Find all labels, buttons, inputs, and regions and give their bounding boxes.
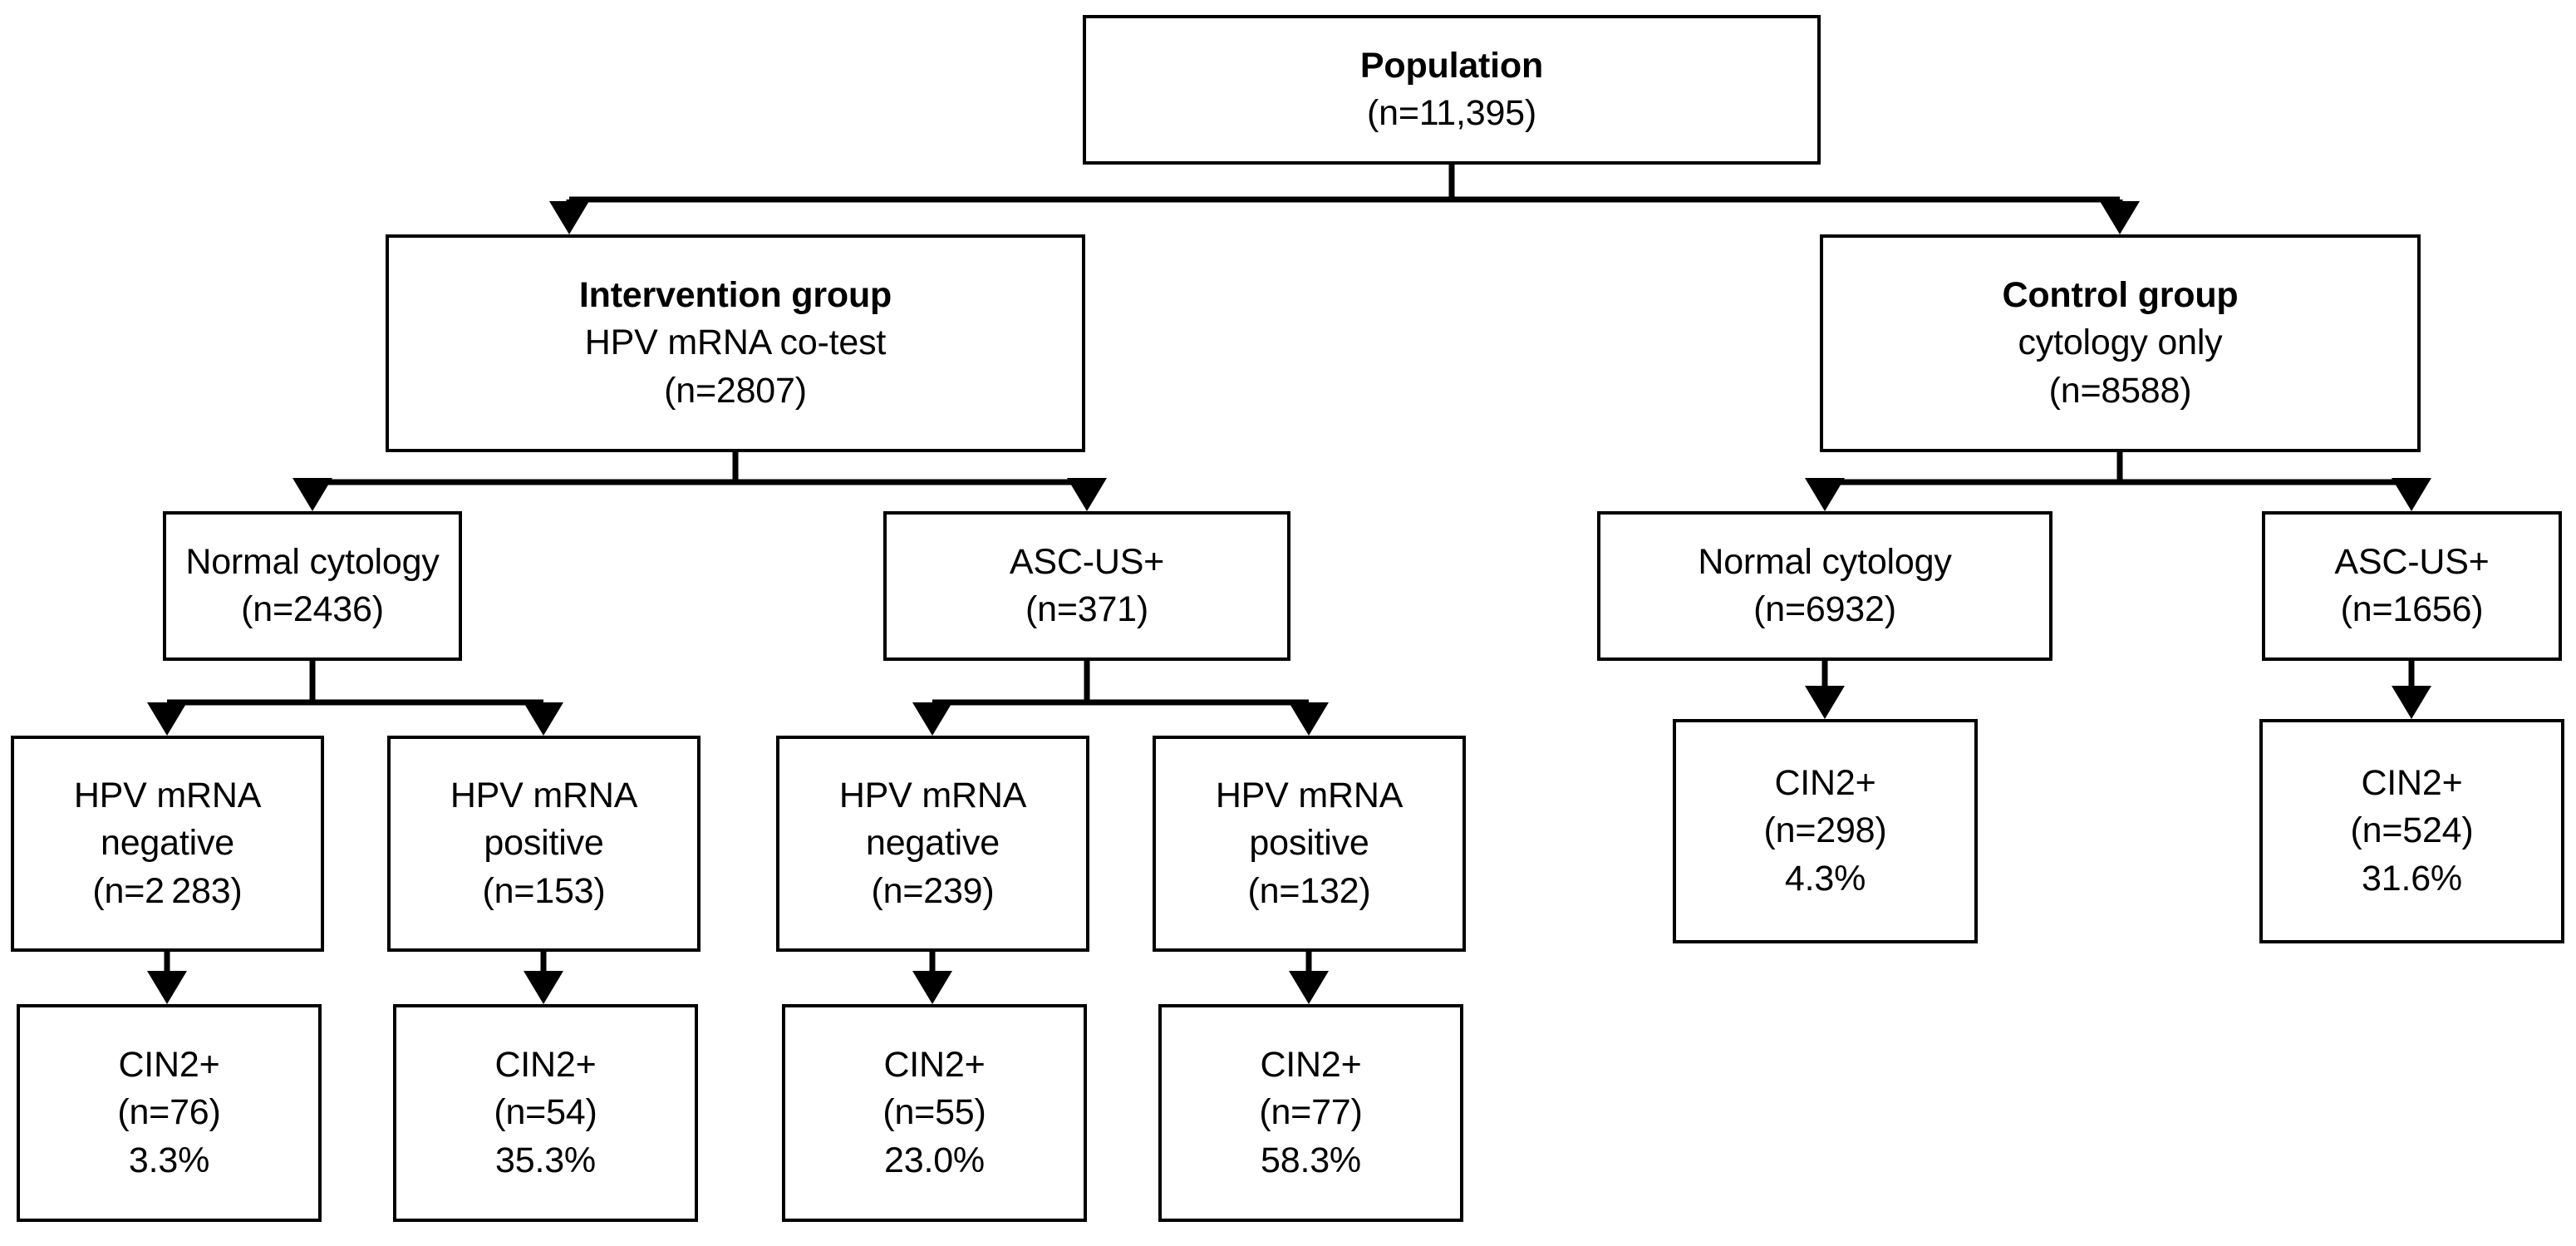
node-control-asc-us-plus-line-1: ASC-US+ xyxy=(2334,541,2490,582)
population-split-arrowhead-1 xyxy=(549,201,589,234)
population-split-arrowhead-2 xyxy=(2100,201,2140,234)
node-control-normal-cin2plus-line-2: (n=298) xyxy=(1763,810,1887,851)
node-intervention-normal-hpv-positive-line-2: positive xyxy=(484,823,604,864)
node-intervention-normal-negative-cin2plus: CIN2+ (n=76) 3.3% xyxy=(17,1004,322,1222)
node-intervention-ascus-hpv-positive: HPV mRNA positive (n=132) xyxy=(1153,736,1466,952)
node-intervention-asc-us-plus: ASC-US+ (n=371) xyxy=(883,511,1290,661)
node-intervention-normal-positive-cin2plus-line-3: 35.3% xyxy=(495,1140,596,1180)
node-intervention-normal-hpv-positive-line-1: HPV mRNA xyxy=(450,776,638,816)
node-intervention-normal-cytology-line-2: (n=2436) xyxy=(241,589,384,629)
node-intervention-normal-positive-cin2plus: CIN2+ (n=54) 35.3% xyxy=(393,1004,698,1222)
node-intervention-normal-hpv-negative: HPV mRNA negative (n=2 283) xyxy=(11,736,324,952)
control-ascus-to-cin-arrowhead xyxy=(2392,686,2431,719)
node-intervention-normal-hpv-negative-line-2: negative xyxy=(101,823,234,864)
node-intervention-normal-negative-cin2plus-line-1: CIN2+ xyxy=(118,1045,220,1086)
hpv-pos-to-cin-2-arrowhead xyxy=(524,971,563,1004)
normal-cytology-split-arrowhead-1 xyxy=(147,702,187,736)
node-intervention-ascus-hpv-positive-line-3: (n=132) xyxy=(1247,870,1371,911)
node-intervention-ascus-positive-cin2plus-line-3: 58.3% xyxy=(1261,1140,1361,1180)
node-intervention-normal-negative-cin2plus-line-3: 3.3% xyxy=(128,1140,210,1180)
normal-cytology-split-arrowhead-2 xyxy=(524,702,563,736)
node-control-group-line-2: cytology only xyxy=(2018,323,2223,363)
node-control-normal-cytology-line-1: Normal cytology xyxy=(1698,541,1952,582)
ascus-split-arrowhead-2 xyxy=(1289,702,1329,736)
node-control-group-line-3: (n=8588) xyxy=(2048,370,2192,411)
node-intervention-normal-cytology: Normal cytology (n=2436) xyxy=(163,511,462,661)
node-population-line-1: Population xyxy=(1359,45,1544,86)
hpv-pos-to-cin-4-arrowhead xyxy=(1289,971,1329,1004)
node-control-ascus-cin2plus: CIN2+ (n=524) 31.6% xyxy=(2259,719,2564,943)
node-intervention-normal-positive-cin2plus-line-1: CIN2+ xyxy=(494,1045,597,1086)
node-intervention-asc-us-plus-line-2: (n=371) xyxy=(1025,589,1148,629)
node-population-line-2: (n=11,395) xyxy=(1367,93,1536,133)
node-intervention-normal-positive-cin2plus-line-2: (n=54) xyxy=(494,1092,597,1133)
hpv-neg-to-cin-3-arrowhead xyxy=(912,971,952,1004)
node-intervention-normal-hpv-negative-line-3: (n=2 283) xyxy=(92,870,243,911)
node-intervention-ascus-hpv-negative: HPV mRNA negative (n=239) xyxy=(776,736,1089,952)
node-control-ascus-cin2plus-line-1: CIN2+ xyxy=(2361,763,2463,804)
node-control-asc-us-plus-line-2: (n=1656) xyxy=(2340,589,2484,629)
node-intervention-normal-negative-cin2plus-line-2: (n=76) xyxy=(117,1092,221,1133)
node-intervention-normal-hpv-positive: HPV mRNA positive (n=153) xyxy=(387,736,701,952)
node-control-asc-us-plus: ASC-US+ (n=1656) xyxy=(2262,511,2562,661)
node-intervention-asc-us-plus-line-1: ASC-US+ xyxy=(1009,541,1165,582)
node-control-ascus-cin2plus-line-3: 31.6% xyxy=(2362,858,2462,899)
node-control-normal-cin2plus-line-1: CIN2+ xyxy=(1774,763,1876,804)
node-intervention-ascus-hpv-negative-line-3: (n=239) xyxy=(871,870,995,911)
node-intervention-group-line-3: (n=2807) xyxy=(664,370,807,411)
node-intervention-ascus-hpv-positive-line-2: positive xyxy=(1249,823,1369,864)
node-intervention-ascus-positive-cin2plus: CIN2+ (n=77) 58.3% xyxy=(1158,1004,1463,1222)
node-intervention-ascus-positive-cin2plus-line-1: CIN2+ xyxy=(1260,1045,1362,1086)
node-intervention-ascus-hpv-positive-line-1: HPV mRNA xyxy=(1215,776,1404,816)
ascus-split-arrowhead-1 xyxy=(912,702,952,736)
node-control-normal-cytology: Normal cytology (n=6932) xyxy=(1597,511,2052,661)
node-intervention-normal-hpv-negative-line-1: HPV mRNA xyxy=(73,776,262,816)
node-intervention-ascus-hpv-negative-line-1: HPV mRNA xyxy=(838,776,1027,816)
node-control-group: Control group cytology only (n=8588) xyxy=(1820,234,2421,452)
node-control-normal-cin2plus-line-3: 4.3% xyxy=(1784,858,1866,899)
node-control-group-line-1: Control group xyxy=(2002,275,2239,316)
control-split-arrowhead-1 xyxy=(1805,478,1845,511)
node-intervention-ascus-negative-cin2plus-line-1: CIN2+ xyxy=(883,1045,986,1086)
node-intervention-group-line-1: Intervention group xyxy=(578,275,892,316)
node-intervention-group-line-2: HPV mRNA co-test xyxy=(584,323,887,363)
intervention-split-arrowhead-2 xyxy=(1067,478,1107,511)
node-population: Population (n=11,395) xyxy=(1083,15,1821,165)
node-intervention-ascus-negative-cin2plus-line-2: (n=55) xyxy=(882,1092,986,1133)
node-intervention-normal-cytology-line-1: Normal cytology xyxy=(185,541,440,582)
node-control-normal-cin2plus: CIN2+ (n=298) 4.3% xyxy=(1673,719,1978,943)
intervention-split-arrowhead-1 xyxy=(293,478,332,511)
node-intervention-ascus-hpv-negative-line-2: negative xyxy=(866,823,1000,864)
node-intervention-normal-hpv-positive-line-3: (n=153) xyxy=(482,870,606,911)
node-intervention-ascus-negative-cin2plus: CIN2+ (n=55) 23.0% xyxy=(782,1004,1087,1222)
control-split-arrowhead-2 xyxy=(2392,478,2431,511)
node-control-normal-cytology-line-2: (n=6932) xyxy=(1753,589,1896,629)
node-intervention-ascus-negative-cin2plus-line-3: 23.0% xyxy=(884,1140,985,1180)
node-intervention-ascus-positive-cin2plus-line-2: (n=77) xyxy=(1259,1092,1363,1133)
hpv-neg-to-cin-1-arrowhead xyxy=(147,971,187,1004)
node-control-ascus-cin2plus-line-2: (n=524) xyxy=(2350,810,2474,851)
control-normal-to-cin-arrowhead xyxy=(1805,686,1845,719)
